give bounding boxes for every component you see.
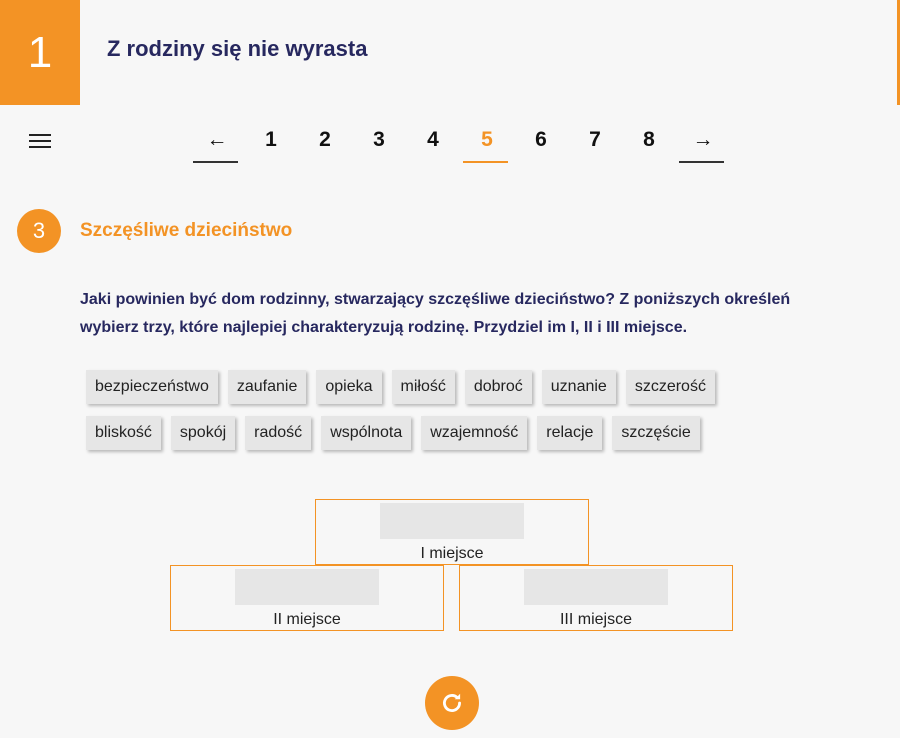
word-chip[interactable]: wzajemność [421,416,528,450]
third-place-dropzone[interactable]: III miejsce [459,565,733,631]
word-chip[interactable]: dobroć [464,370,532,404]
page-4[interactable]: 4 [427,128,439,151]
word-chip[interactable]: miłość [391,370,455,404]
page-6[interactable]: 6 [535,128,547,151]
page-8[interactable]: 8 [643,128,655,151]
chapter-number: 1 [0,0,80,105]
hamburger-menu-icon[interactable] [29,134,51,150]
page-1[interactable]: 1 [265,128,277,151]
reset-button[interactable] [425,676,479,730]
question-text: Jaki powinien być dom rodzinny, stwarzaj… [80,291,791,336]
prev-arrow-button[interactable]: ← [190,118,244,163]
next-arrow-button[interactable]: → [676,118,730,163]
word-chip[interactable]: spokój [170,416,236,450]
word-chip[interactable]: wspólnota [321,416,412,450]
second-place-label: II miejsce [273,611,341,628]
page-2[interactable]: 2 [319,128,331,151]
second-place-dropzone[interactable]: II miejsce [170,565,444,631]
word-chip[interactable]: zaufanie [227,370,307,404]
page-navigation: ← 1 2 3 4 5 6 7 8 → [190,118,730,163]
section-title: Szczęśliwe dzieciństwo [80,220,293,241]
word-chip[interactable]: bezpieczeństwo [86,370,218,404]
header-accent-strip [897,0,900,105]
drop-slot[interactable] [380,503,524,539]
word-chip[interactable]: szczerość [625,370,715,404]
page-3[interactable]: 3 [373,128,385,151]
third-place-label: III miejsce [559,611,632,628]
first-place-dropzone[interactable]: I miejsce [315,499,589,565]
first-place-label: I miejsce [420,545,484,562]
chapter-title: Z rodziny się nie wyrasta [107,36,368,61]
refresh-icon [443,693,461,712]
word-chip[interactable]: relacje [537,416,603,450]
drop-slot[interactable] [235,569,379,605]
word-chip[interactable]: bliskość [86,416,161,450]
drop-slot[interactable] [524,569,668,605]
word-chip[interactable]: szczęście [612,416,700,450]
section-number: 3 [17,209,61,253]
page-5-current[interactable]: 5 [460,118,514,163]
word-chip[interactable]: uznanie [541,370,616,404]
word-bank: bezpieczeństwo zaufanie opieka miłość do… [86,370,786,462]
word-chip[interactable]: opieka [316,370,382,404]
page-7[interactable]: 7 [589,128,601,151]
word-chip[interactable]: radość [245,416,312,450]
